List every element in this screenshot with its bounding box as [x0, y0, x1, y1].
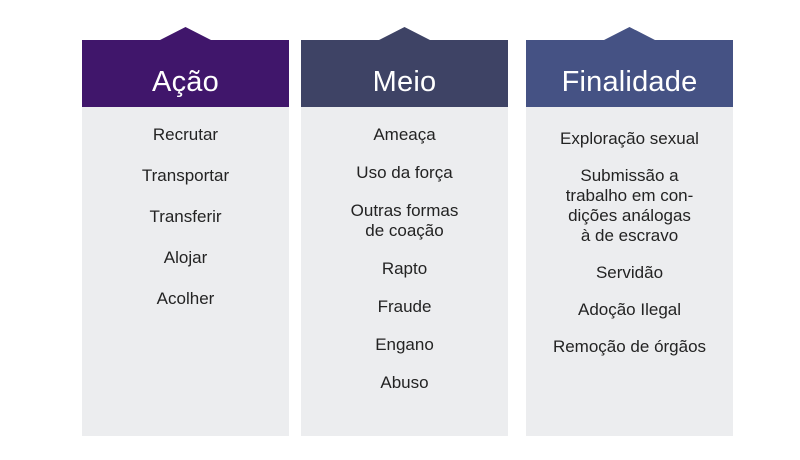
list-item-line: dições análogas [568, 206, 691, 226]
list-item-line: Rapto [381, 259, 428, 279]
list-item-line: Servidão [595, 263, 664, 283]
list-item: Alojar [90, 248, 281, 268]
list-item-line: à de escravo [580, 226, 679, 246]
list-item-line: Fraude [377, 297, 432, 317]
list-item-line: Transportar [141, 166, 230, 186]
list-item-line: Uso da força [356, 163, 453, 183]
list-item: Acolher [90, 289, 281, 309]
column-header-meio: Meio [301, 27, 508, 107]
column-header-title-finalidade: Finalidade [561, 66, 698, 98]
list-item-line: trabalho em con- [565, 186, 694, 206]
list-item-line: Alojar [163, 248, 208, 268]
list-item-line: de coação [365, 221, 444, 241]
list-item-line: Exploração sexual [560, 129, 699, 148]
column-header-acao: Ação [82, 27, 289, 107]
list-item-line: Recrutar [152, 125, 219, 144]
list-item-line: Abuso [380, 373, 429, 393]
list-item: Engano [309, 335, 500, 355]
column-header-title-meio: Meio [372, 66, 437, 98]
list-item: Remoção de órgãos [534, 337, 725, 357]
list-item: Transferir [90, 207, 281, 227]
list-item: Exploração sexual [534, 129, 725, 149]
list-item: Fraude [309, 297, 500, 317]
list-item-line: Ameaça [373, 125, 436, 144]
list-item-line: Acolher [156, 289, 215, 309]
list-item-line: Outras formas [350, 201, 459, 221]
list-item: Transportar [90, 166, 281, 186]
list-item-line: Engano [375, 335, 434, 355]
list-item: Recrutar [90, 125, 281, 145]
column-header-finalidade: Finalidade [526, 27, 733, 107]
list-item: Abuso [309, 373, 500, 393]
list-item: Adoção Ilegal [534, 300, 725, 320]
list-item-line: Submissão a [580, 166, 679, 186]
list-item-line: Adoção Ilegal [577, 300, 682, 320]
list-item: Uso da força [309, 163, 500, 183]
list-item: Ameaça [309, 125, 500, 145]
list-item: Rapto [309, 259, 500, 279]
list-item-line: Remoção de órgãos [552, 337, 707, 357]
column-header-title-acao: Ação [152, 66, 219, 98]
list-item: Servidão [534, 263, 725, 283]
list-item-line: Transferir [149, 207, 222, 227]
